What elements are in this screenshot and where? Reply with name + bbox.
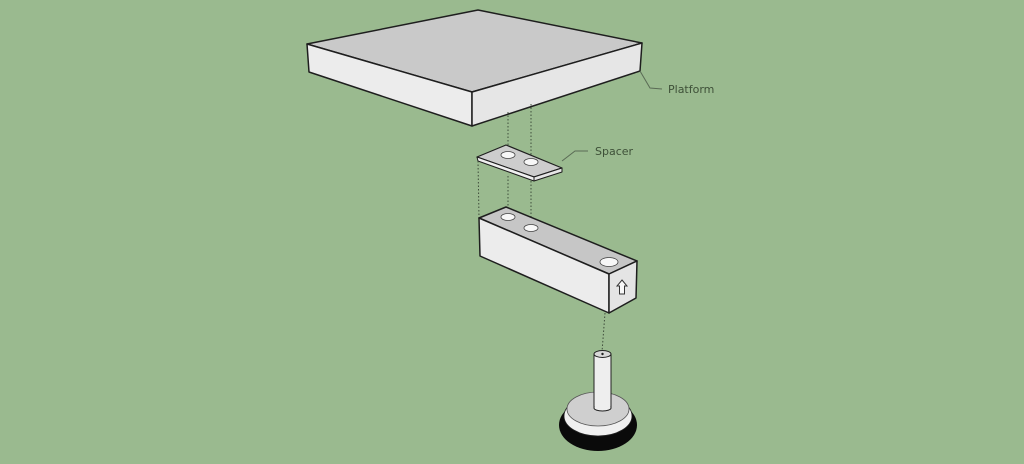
guide-line-lower [601,312,606,353]
up-arrow-icon [615,279,629,295]
spacer-label: Spacer [595,145,634,158]
block-hole-1 [500,213,516,221]
spacer [476,144,563,182]
foot-rod-hole [601,352,604,356]
platform-label: Platform [668,83,714,96]
guide-lines-middle [477,160,532,226]
leveling-foot [559,350,637,451]
guide-lines-upper [507,104,532,160]
block-hole-2 [523,224,539,232]
foot-rod [593,353,612,409]
block-hole-3 [599,257,619,267]
platform [306,9,643,127]
block [478,206,638,314]
spacer-hole-2 [523,158,539,166]
spacer-leader-line [561,150,588,162]
spacer-right-face [533,167,563,182]
platform-callout: Platform [639,70,714,96]
platform-leader-line [639,70,663,90]
spacer-hole-1 [500,151,516,159]
spacer-callout: Spacer [561,145,634,162]
